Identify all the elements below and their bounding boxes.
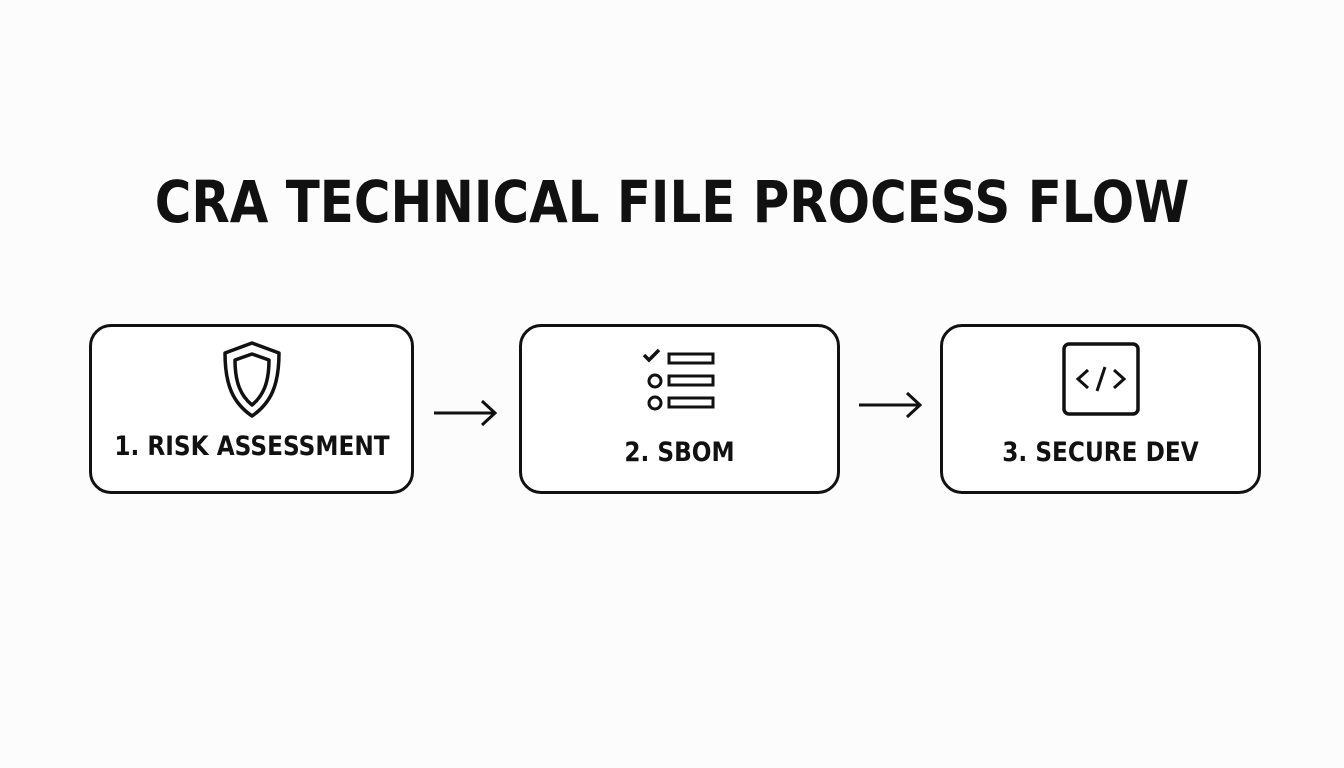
step-risk-assessment: 1. RISK ASSESSMENT (89, 324, 414, 494)
step-secure-dev: 3. SECURE DEV (940, 324, 1261, 494)
step-label: 3. SECURE DEV (1002, 437, 1199, 468)
step-label: 2. SBOM (624, 437, 735, 468)
step-sbom: 2. SBOM (519, 324, 840, 494)
code-icon (1061, 342, 1140, 416)
step-label: 1. RISK ASSESSMENT (114, 431, 390, 462)
diagram-title: CRA TECHNICAL FILE PROCESS FLOW (154, 168, 1190, 236)
checklist-icon (642, 348, 714, 411)
shield-icon (222, 341, 281, 418)
arrow-right-icon (434, 399, 498, 427)
arrow-right-icon (859, 391, 923, 419)
